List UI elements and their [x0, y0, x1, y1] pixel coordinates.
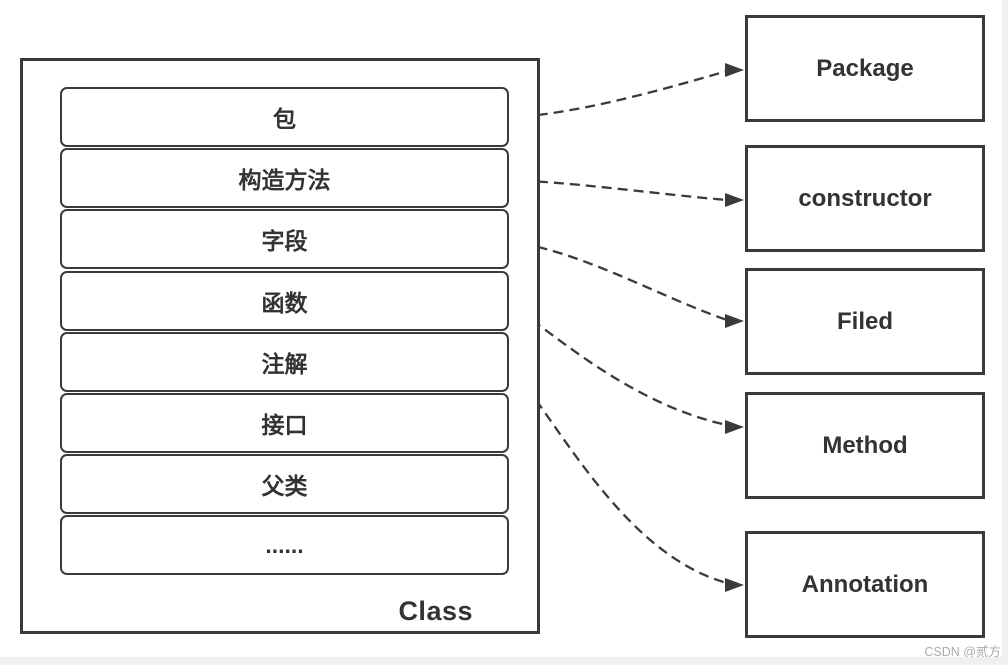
page-edge-bottom — [0, 657, 1008, 665]
class-member-ellipsis: ...... — [60, 515, 509, 575]
arrowhead-filed — [725, 314, 744, 328]
class-member-package: 包 — [60, 87, 509, 147]
class-member-method: 函数 — [60, 271, 509, 331]
target-label: Method — [822, 431, 908, 459]
class-member-superclass: 父类 — [60, 454, 509, 514]
target-box-annotation: Annotation — [745, 531, 985, 638]
target-box-constructor: constructor — [745, 145, 985, 252]
member-label: 包 — [273, 106, 296, 132]
target-box-package: Package — [745, 15, 985, 122]
target-box-method: Method — [745, 392, 985, 499]
csdn-watermark: CSDN @贰方 — [924, 645, 1001, 659]
arrowhead-constructor — [725, 193, 744, 207]
target-label: Annotation — [801, 570, 929, 598]
target-label: Package — [816, 54, 914, 82]
arrowhead-package — [725, 63, 744, 77]
class-member-field: 字段 — [60, 209, 509, 269]
member-label: 函数 — [261, 290, 308, 316]
member-label: 父类 — [261, 473, 308, 499]
arrowhead-method — [725, 420, 744, 434]
class-box-title: Class — [398, 596, 473, 626]
class-member-annotation: 注解 — [60, 332, 509, 392]
page-edge-right — [1002, 0, 1008, 665]
target-label: constructor — [798, 184, 932, 212]
target-label: Filed — [836, 307, 893, 335]
class-member-constructor: 构造方法 — [60, 148, 509, 208]
target-box-filed: Filed — [745, 268, 985, 375]
member-label: 注解 — [261, 351, 308, 377]
class-member-interface: 接口 — [60, 393, 509, 453]
arrowhead-annotation — [725, 578, 744, 592]
class-container-box: 包 构造方法 字段 函数 注解 接口 父类 ...... Class — [20, 58, 540, 634]
member-label: ...... — [265, 531, 304, 558]
member-label: 接口 — [261, 412, 308, 438]
member-label: 字段 — [261, 228, 308, 254]
member-label: 构造方法 — [238, 167, 331, 193]
